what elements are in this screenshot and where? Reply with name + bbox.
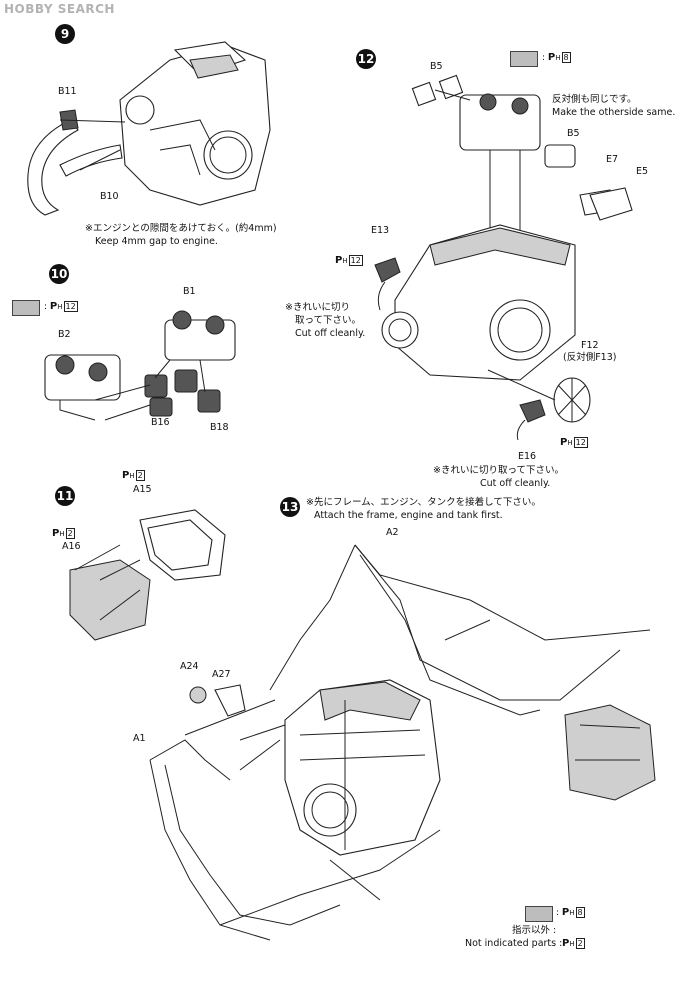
legend-swatch xyxy=(525,906,553,922)
label-e5: E5 xyxy=(636,166,649,177)
step-10-badge: 10 xyxy=(49,264,69,284)
step13-drawing xyxy=(149,544,656,941)
label-a16: A16 xyxy=(62,541,81,552)
label-b2: B2 xyxy=(58,329,71,340)
cut-note-jp-2: 取って下さい。 xyxy=(295,315,362,326)
label-b11: B11 xyxy=(58,86,77,97)
same-note-jp: 反対側も同じです。 xyxy=(552,94,637,105)
legend-default-jp: 指示以外 : xyxy=(512,925,557,936)
cut2-note-jp: ※きれいに切り取って下さい。 xyxy=(433,465,564,476)
label-e16: E16 xyxy=(518,451,537,462)
label-b18: B18 xyxy=(210,422,229,433)
step-9-badge: 9 xyxy=(55,24,75,44)
label-e13: E13 xyxy=(371,225,390,236)
step13-note-jp: ※先にフレーム、エンジン、タンクを接着して下さい。 xyxy=(306,497,541,508)
step9-note-en: Keep 4mm gap to engine. xyxy=(95,236,218,247)
same-note-en: Make the otherside same. xyxy=(552,107,676,118)
label-e7: E7 xyxy=(606,154,619,165)
step-13-badge: 13 xyxy=(280,497,300,517)
cut-note-jp-1: ※きれいに切り xyxy=(285,302,350,313)
label-f12: F12 xyxy=(581,340,599,351)
cut2-note-en: Cut off cleanly. xyxy=(480,478,551,489)
cut-note-en: Cut off cleanly. xyxy=(295,328,366,339)
label-b16: B16 xyxy=(151,417,170,428)
watermark-logo: HOBBY SEARCH xyxy=(4,2,115,16)
label-b1: B1 xyxy=(183,286,196,297)
step13-note-en: Attach the frame, engine and tank first. xyxy=(314,510,503,521)
label-b5-right: B5 xyxy=(567,128,580,139)
colour-swatch-step12 xyxy=(510,51,538,67)
step-12-badge: 12 xyxy=(356,49,376,69)
label-a1: A1 xyxy=(133,733,146,744)
label-a24: A24 xyxy=(180,661,199,672)
label-a2: A2 xyxy=(386,527,399,538)
label-a15: A15 xyxy=(133,484,152,495)
step-11-badge: 11 xyxy=(55,486,75,506)
step9-note-jp: ※エンジンとの隙間をあけておく。(約4mm) xyxy=(85,223,277,234)
colour-swatch-step10 xyxy=(12,300,40,316)
label-a27: A27 xyxy=(212,669,231,680)
f13-note: (反対側F13) xyxy=(563,352,617,363)
step10-drawing xyxy=(44,310,236,421)
step11-drawing xyxy=(69,509,226,641)
legend-default-en: Not indicated parts : xyxy=(465,938,563,949)
step12-drawing xyxy=(374,74,633,441)
label-b10: B10 xyxy=(100,191,119,202)
step9-drawing xyxy=(27,41,271,216)
label-b5-top: B5 xyxy=(430,61,443,72)
